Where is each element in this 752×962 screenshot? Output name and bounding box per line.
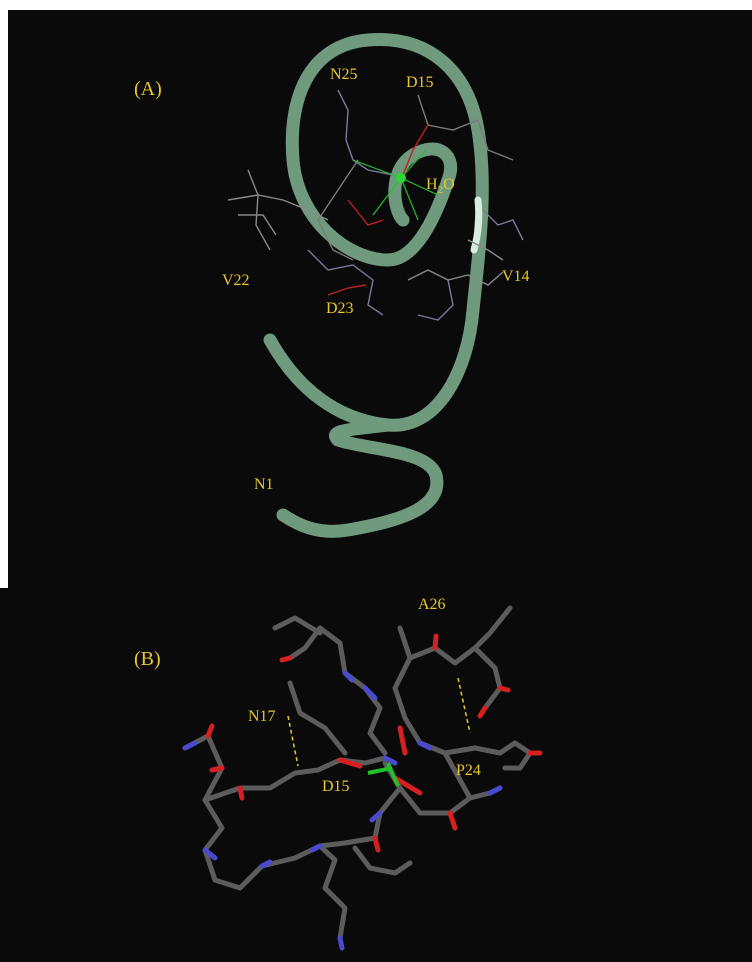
side-chain-sticks: [227, 89, 524, 321]
residue-v14-label: V14: [502, 268, 530, 285]
panel-b-label: (B): [134, 648, 161, 670]
residue-n25-label: N25: [330, 66, 358, 83]
calcium-ion: [396, 173, 406, 183]
residue-d15-label: D15: [406, 74, 434, 91]
water-o: O: [443, 176, 455, 193]
water-h: H: [426, 176, 438, 193]
panel-a: (A) N25 D15 H2O V22 D23 V14 N1: [8, 10, 752, 588]
hydrogen-bonds: [287, 677, 471, 767]
panel-a-structure: [227, 33, 524, 538]
panel-b-structure: [182, 605, 543, 951]
ribbon-backbone: [263, 33, 489, 538]
residue-v22-label: V22: [222, 272, 250, 289]
water-subscript: 2: [437, 184, 444, 197]
residue-n1-label: N1: [254, 476, 274, 493]
panel-b: (B) A26 N17 D15 P24: [0, 588, 752, 962]
metal-coordination: [367, 762, 400, 787]
nitrogen-sticks: [182, 670, 503, 951]
residue-d15-label: D15: [322, 778, 350, 795]
water-label: H2O: [426, 176, 455, 196]
residue-d23-label: D23: [326, 300, 354, 317]
metal-coordination: [352, 149, 439, 221]
residue-a26-label: A26: [418, 596, 446, 613]
panel-a-label: (A): [134, 78, 162, 100]
residue-n17-label: N17: [248, 708, 276, 725]
oxygen-sticks: [205, 633, 543, 853]
residue-p24-label: P24: [456, 762, 481, 779]
